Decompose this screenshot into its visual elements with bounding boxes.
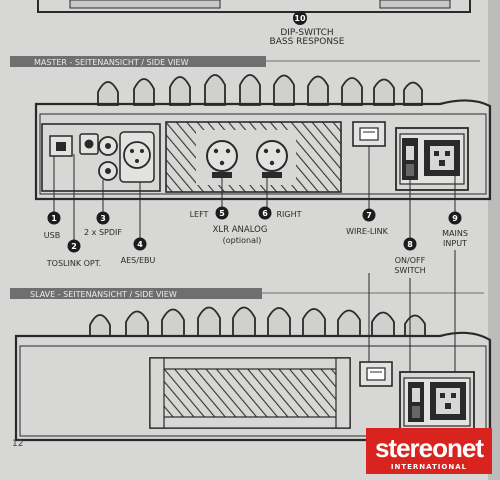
on-off-switch-slave xyxy=(408,382,424,422)
toslink-label: TOSLINK OPT. xyxy=(46,259,101,268)
callout-8: 8 xyxy=(403,237,417,251)
xlr-right-port xyxy=(256,140,288,178)
on-off-switch-master xyxy=(402,138,418,180)
on-off-label: ON/OFF xyxy=(395,256,426,265)
slave-title: SLAVE - SEITENANSICHT / SIDE VIEW xyxy=(30,290,177,299)
wire-link-label: WIRE-LINK xyxy=(346,227,389,236)
right-label: RIGHT xyxy=(276,210,301,219)
callout-9: 9 xyxy=(448,211,462,225)
slave-blank-panel xyxy=(149,357,351,429)
stereonet-logo: stereonet INTERNATIONAL xyxy=(366,428,492,474)
power-module-slave xyxy=(399,250,475,433)
aes-ebu-label: AES/EBU xyxy=(121,256,156,265)
dip-switch-label: DIP-SWITCH xyxy=(280,28,333,38)
xlr-analog-panel xyxy=(165,121,342,193)
callout-1: 1 xyxy=(47,211,61,225)
svg-text:stereonet: stereonet xyxy=(375,433,484,463)
svg-text:8: 8 xyxy=(407,240,413,249)
svg-text:4: 4 xyxy=(137,240,143,249)
xlr-left-port xyxy=(206,140,238,178)
svg-text:3: 3 xyxy=(100,214,106,223)
mains-inlet-master xyxy=(424,140,460,176)
callout-6: 6 xyxy=(258,206,272,220)
usb-label: USB xyxy=(44,231,60,240)
xlr-optional-label: (optional) xyxy=(223,236,262,245)
svg-text:7: 7 xyxy=(366,211,372,220)
spdif-port-2 xyxy=(98,161,118,181)
bass-response-label: BASS RESPONSE xyxy=(270,37,345,47)
mains-inlet-slave xyxy=(430,382,466,420)
wire-link-port-master xyxy=(352,121,386,147)
digital-input-panel xyxy=(41,123,161,192)
slave-heat-sink-fins xyxy=(89,306,426,337)
svg-text:INTERNATIONAL: INTERNATIONAL xyxy=(391,463,467,471)
mains-label: MAINS xyxy=(442,229,468,238)
switch-label: SWITCH xyxy=(394,266,425,275)
callout-4: 4 xyxy=(133,237,147,251)
svg-text:5: 5 xyxy=(219,209,225,218)
xlr-analog-label: XLR ANALOG xyxy=(213,225,268,235)
usb-port xyxy=(49,135,73,157)
svg-text:2: 2 xyxy=(71,242,77,251)
page-number: 12 xyxy=(12,439,23,449)
slave-section-header: SLAVE - SEITENANSICHT / SIDE VIEW xyxy=(10,288,484,299)
svg-text:9: 9 xyxy=(452,214,458,223)
top-device-bottom-edge xyxy=(37,0,471,13)
callout-10: 10 xyxy=(293,11,307,25)
svg-text:1: 1 xyxy=(51,214,57,223)
callout-2: 2 xyxy=(67,239,81,253)
input-label: INPUT xyxy=(443,239,467,248)
master-title: MASTER - SEITENANSICHT / SIDE VIEW xyxy=(34,58,189,67)
callout-5: 5 xyxy=(215,206,229,220)
callout-3: 3 xyxy=(96,211,110,225)
spdif-port-1 xyxy=(98,136,118,156)
left-label: LEFT xyxy=(190,210,209,219)
master-leader-lines xyxy=(53,146,456,240)
aes-ebu-xlr-port xyxy=(119,131,155,183)
master-chassis xyxy=(34,99,492,201)
callout-7: 7 xyxy=(362,208,376,222)
toslink-port xyxy=(79,133,99,155)
power-module-master xyxy=(395,127,469,191)
master-section-header: MASTER - SEITENANSICHT / SIDE VIEW xyxy=(10,56,480,67)
svg-text:10: 10 xyxy=(294,14,306,23)
wire-link-port-slave xyxy=(359,273,393,387)
svg-text:6: 6 xyxy=(262,209,268,218)
spdif-label: 2 x SPDIF xyxy=(84,228,122,237)
master-heat-sink-fins xyxy=(97,74,423,106)
